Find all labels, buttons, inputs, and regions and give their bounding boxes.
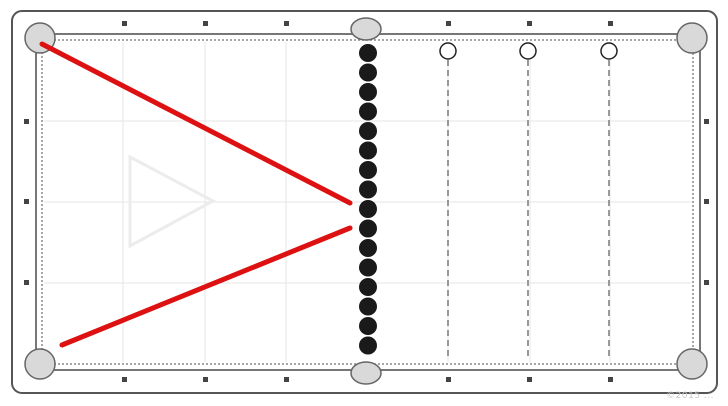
object-ball (359, 122, 377, 140)
object-ball (359, 102, 377, 121)
object-ball (359, 317, 377, 335)
pocket-top-right (676, 22, 708, 54)
object-ball (359, 83, 377, 101)
aim-line-bottom (59, 225, 353, 348)
cue-ball (439, 42, 457, 60)
object-ball (359, 180, 377, 199)
object-ball (359, 239, 377, 257)
object-ball (359, 258, 377, 277)
object-ball (359, 141, 377, 160)
aim-line-top (39, 41, 353, 206)
copyright-text: ©2015 ... (666, 391, 714, 401)
object-balls (359, 44, 377, 355)
pocket-top-side (350, 17, 382, 41)
object-ball (359, 161, 377, 179)
rack-triangle-outline (128, 154, 217, 249)
cue-ball (519, 42, 537, 60)
cue-guide-lines (447, 60, 610, 360)
pocket-bottom-side (350, 361, 382, 385)
aim-lines (39, 41, 353, 348)
object-ball (359, 219, 377, 238)
table-outer-frame (11, 10, 718, 394)
object-ball (359, 44, 377, 62)
object-ball (359, 63, 377, 82)
cue-balls (439, 42, 618, 60)
object-ball (359, 297, 377, 316)
pocket-bottom-right (676, 348, 708, 380)
pocket-bottom-left (24, 348, 56, 380)
diamond-markers (24, 21, 709, 382)
object-ball (359, 278, 377, 296)
cue-ball (600, 42, 618, 60)
object-ball (359, 336, 377, 355)
object-ball (359, 200, 377, 218)
